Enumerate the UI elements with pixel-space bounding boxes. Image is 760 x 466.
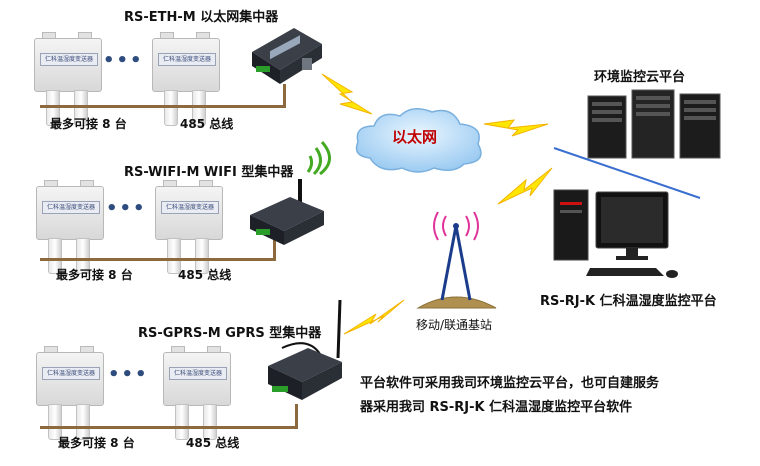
rs485-bus-line (40, 258, 276, 261)
bus-label: 485 总线 (186, 436, 240, 450)
cloud-platform-label: 环境监控云平台 (594, 70, 686, 85)
sensor-plate: 仁科温湿度变送器 (169, 367, 227, 380)
gprs-concentrator-device (268, 299, 342, 400)
sensor-device: 仁科温湿度变送器 (36, 180, 104, 274)
base-station-label: 移动/联通基站 (416, 318, 493, 332)
rs485-bus-line (40, 426, 298, 429)
base-station-tower-icon (416, 212, 497, 309)
platform-note-line2: 器采用我司 RS-RJ-K 仁科温湿度监控平台软件 (360, 400, 633, 415)
wifi-concentrator-title: RS-WIFI-M WIFI 型集中器 (124, 165, 294, 180)
rs485-bus-line (283, 84, 286, 108)
desktop-pc-icon (553, 189, 678, 278)
lightning-bolt-icon (483, 119, 549, 137)
server-rack-icon (587, 89, 721, 159)
sensor-device: 仁科温湿度变送器 (152, 32, 220, 126)
sensor-device: 仁科温湿度变送器 (36, 346, 104, 440)
cloud-label: 以太网 (392, 128, 438, 146)
sensor-device: 仁科温湿度变送器 (34, 32, 102, 126)
gprs-concentrator-title: RS-GPRS-M GPRS 型集中器 (138, 326, 322, 341)
lightning-bolt-icon (343, 299, 405, 335)
ethernet-cloud (355, 108, 482, 173)
platform-note-line1: 平台软件可采用我司环境监控云平台，也可自建服务 (360, 376, 660, 391)
max-devices-label: 最多可接 8 台 (50, 117, 127, 131)
sensor-plate: 仁科温湿度变送器 (40, 53, 98, 66)
monitoring-platform-label: RS-RJ-K 仁科温湿度监控平台 (540, 294, 717, 309)
sensor-device: 仁科温湿度变送器 (163, 346, 231, 440)
rs485-bus-line (273, 236, 276, 261)
ethernet-concentrator-title: RS-ETH-M 以太网集中器 (124, 10, 279, 25)
rs485-bus-line (40, 105, 286, 108)
rs485-bus-line (295, 404, 298, 429)
ethernet-concentrator-device (252, 28, 322, 84)
sensor-plate: 仁科温湿度变送器 (42, 201, 100, 214)
more-sensors-ellipsis: ••• (108, 364, 149, 385)
wifi-signal-icon (306, 141, 331, 176)
bus-label: 485 总线 (180, 117, 234, 131)
more-sensors-ellipsis: ••• (106, 198, 147, 219)
more-sensors-ellipsis: ••• (103, 50, 144, 71)
bus-label: 485 总线 (178, 268, 232, 282)
sensor-plate: 仁科温湿度变送器 (161, 201, 219, 214)
sensor-plate: 仁科温湿度变送器 (158, 53, 216, 66)
sensor-plate: 仁科温湿度变送器 (42, 367, 100, 380)
wifi-concentrator-device (250, 179, 324, 245)
network-link-line (553, 147, 701, 199)
lightning-bolt-icon (497, 167, 553, 205)
lightning-bolt-icon (321, 73, 373, 115)
sensor-device: 仁科温湿度变送器 (155, 180, 223, 274)
max-devices-label: 最多可接 8 台 (56, 268, 133, 282)
max-devices-label: 最多可接 8 台 (58, 436, 135, 450)
